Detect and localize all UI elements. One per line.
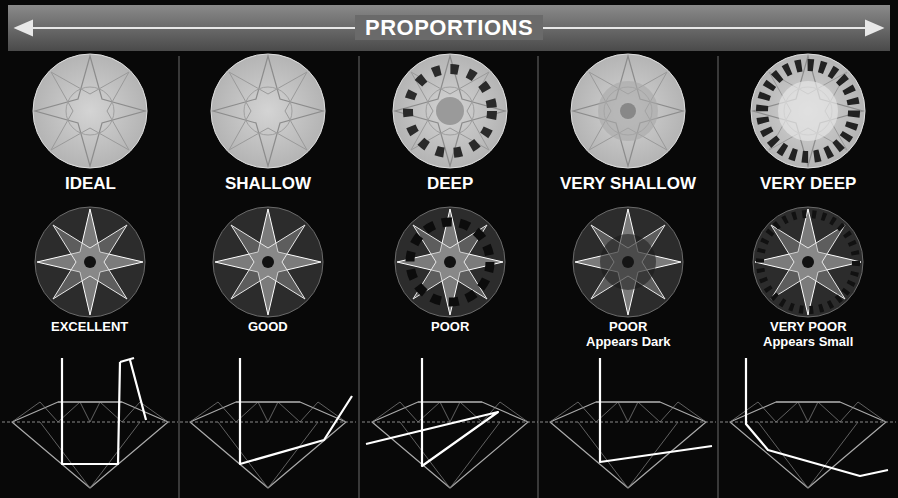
rating-label: VERY POOR (770, 320, 847, 335)
diamond-brilliance (753, 207, 863, 317)
rating-note: Appears Dark (586, 335, 671, 350)
diamond-face-up (751, 54, 865, 168)
diamond-brilliance (573, 207, 683, 317)
face-up-brilliance-row (35, 207, 863, 317)
diamond-brilliance (35, 207, 145, 317)
rating-note: Appears Small (763, 335, 853, 350)
light-path-profile (362, 358, 538, 488)
rating-label: POOR (609, 320, 647, 335)
rating-label: EXCELLENT (51, 320, 128, 335)
light-path-row (2, 358, 896, 488)
light-path-profile (180, 358, 356, 488)
top-view-row (33, 54, 865, 168)
title-bar (8, 5, 890, 51)
diamond-face-up (33, 54, 147, 168)
diamond-face-up (571, 54, 685, 168)
rating-label: POOR (431, 320, 469, 335)
light-path-profile (2, 358, 178, 488)
column-heading: DEEP (427, 174, 473, 194)
diagram-title: PROPORTIONS (355, 15, 543, 40)
diamond-brilliance (213, 207, 323, 317)
diamond-brilliance (395, 207, 505, 317)
column-heading: VERY SHALLOW (560, 174, 696, 194)
rating-label: GOOD (248, 320, 288, 335)
light-path-profile (720, 358, 896, 488)
diamond-face-up (393, 54, 507, 168)
diamond-face-up (211, 54, 325, 168)
column-heading: VERY DEEP (760, 174, 856, 194)
column-heading: IDEAL (65, 174, 116, 194)
column-heading: SHALLOW (225, 174, 311, 194)
light-path-profile (540, 358, 716, 488)
